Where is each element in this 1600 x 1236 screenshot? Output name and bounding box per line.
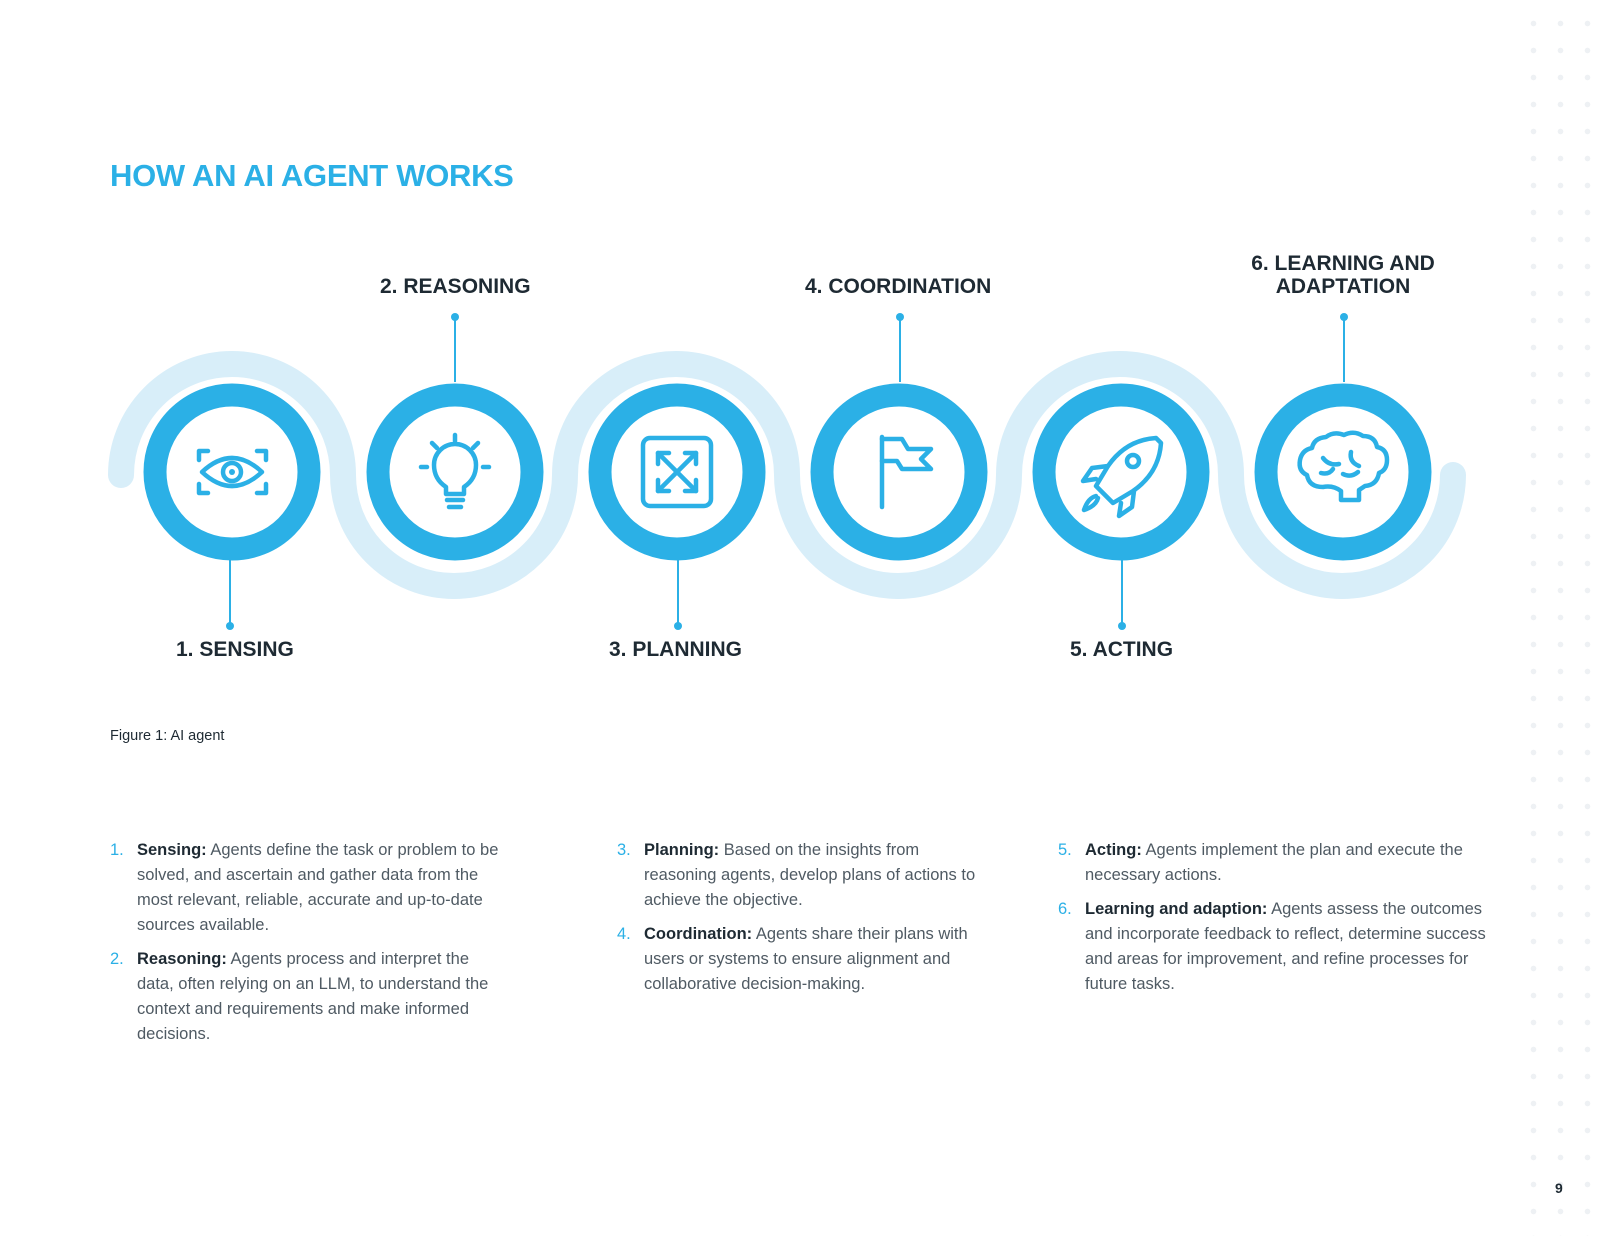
figure-caption: Figure 1: AI agent (110, 728, 225, 744)
step-label-sensing: 1. SENSING (176, 638, 294, 661)
connector-coordination (896, 313, 904, 382)
list-text: Agents implement the plan and execute th… (1085, 841, 1463, 884)
list-text: Agents share their plans with users or s… (644, 925, 968, 993)
description-column-3: 5. Acting: Agents implement the plan and… (1058, 838, 1488, 1006)
step-label-learning-line2: ADAPTATION (1275, 275, 1411, 298)
list-item: 5. Acting: Agents implement the plan and… (1058, 838, 1488, 888)
list-term: Coordination: (644, 925, 753, 943)
list-number: 3. (617, 841, 631, 859)
list-item: 4. Coordination: Agents share their plan… (617, 922, 977, 997)
list-term: Planning: (644, 841, 720, 859)
list-text: Based on the insights from reasoning age… (644, 841, 976, 909)
list-number: 5. (1058, 841, 1072, 859)
connector-planning (674, 560, 682, 630)
step-circle-acting (1032, 383, 1210, 561)
page-title: HOW AN AI AGENT WORKS (110, 158, 514, 193)
connector-sensing (226, 560, 234, 630)
list-text: Agents assess the outcomes and incorpora… (1085, 900, 1486, 993)
step-label-coordination: 4. COORDINATION (805, 275, 992, 298)
wave-path (108, 351, 1466, 599)
step-label-planning: 3. PLANNING (609, 638, 743, 661)
description-column-1: 1. Sensing: Agents define the task or pr… (110, 838, 510, 1056)
lightbulb-icon (418, 432, 492, 510)
list-item: 3. Planning: Based on the insights from … (617, 838, 977, 913)
page-number: 9 (1555, 1180, 1563, 1196)
list-term: Reasoning: (137, 950, 227, 968)
brain-icon (1297, 430, 1390, 503)
list-item: 2. Reasoning: Agents process and interpr… (110, 947, 510, 1047)
step-label-learning-line1: 6. LEARNING AND (1251, 252, 1435, 275)
agent-process-diagram (108, 313, 1466, 630)
list-term: Acting: (1085, 841, 1142, 859)
list-number: 1. (110, 841, 124, 859)
expand-arrows-icon (640, 435, 714, 509)
list-number: 6. (1058, 900, 1072, 918)
list-text: Agents process and interpret the data, o… (137, 950, 489, 1043)
list-number: 4. (617, 925, 631, 943)
eye-icon (196, 448, 269, 496)
connector-acting (1118, 560, 1126, 630)
list-item: 1. Sensing: Agents define the task or pr… (110, 838, 510, 938)
connector-reasoning (451, 313, 459, 382)
step-circle-coordination (810, 383, 988, 561)
decorative-dot-grid (1520, 10, 1600, 1236)
step-label-learning: 6. LEARNING AND ADAPTATION (1248, 252, 1438, 298)
step-circle-reasoning (366, 383, 544, 561)
list-term: Sensing: (137, 841, 207, 859)
flag-icon (879, 434, 934, 510)
list-item: 6. Learning and adaption: Agents assess … (1058, 897, 1488, 997)
description-column-2: 3. Planning: Based on the insights from … (617, 838, 977, 1006)
connector-learning (1340, 313, 1348, 382)
step-label-reasoning: 2. REASONING (380, 275, 531, 298)
list-text: Agents define the task or problem to be … (137, 841, 499, 934)
list-number: 2. (110, 950, 124, 968)
step-label-acting: 5. ACTING (1070, 638, 1174, 661)
list-term: Learning and adaption: (1085, 900, 1268, 918)
rocket-icon (1080, 435, 1164, 519)
